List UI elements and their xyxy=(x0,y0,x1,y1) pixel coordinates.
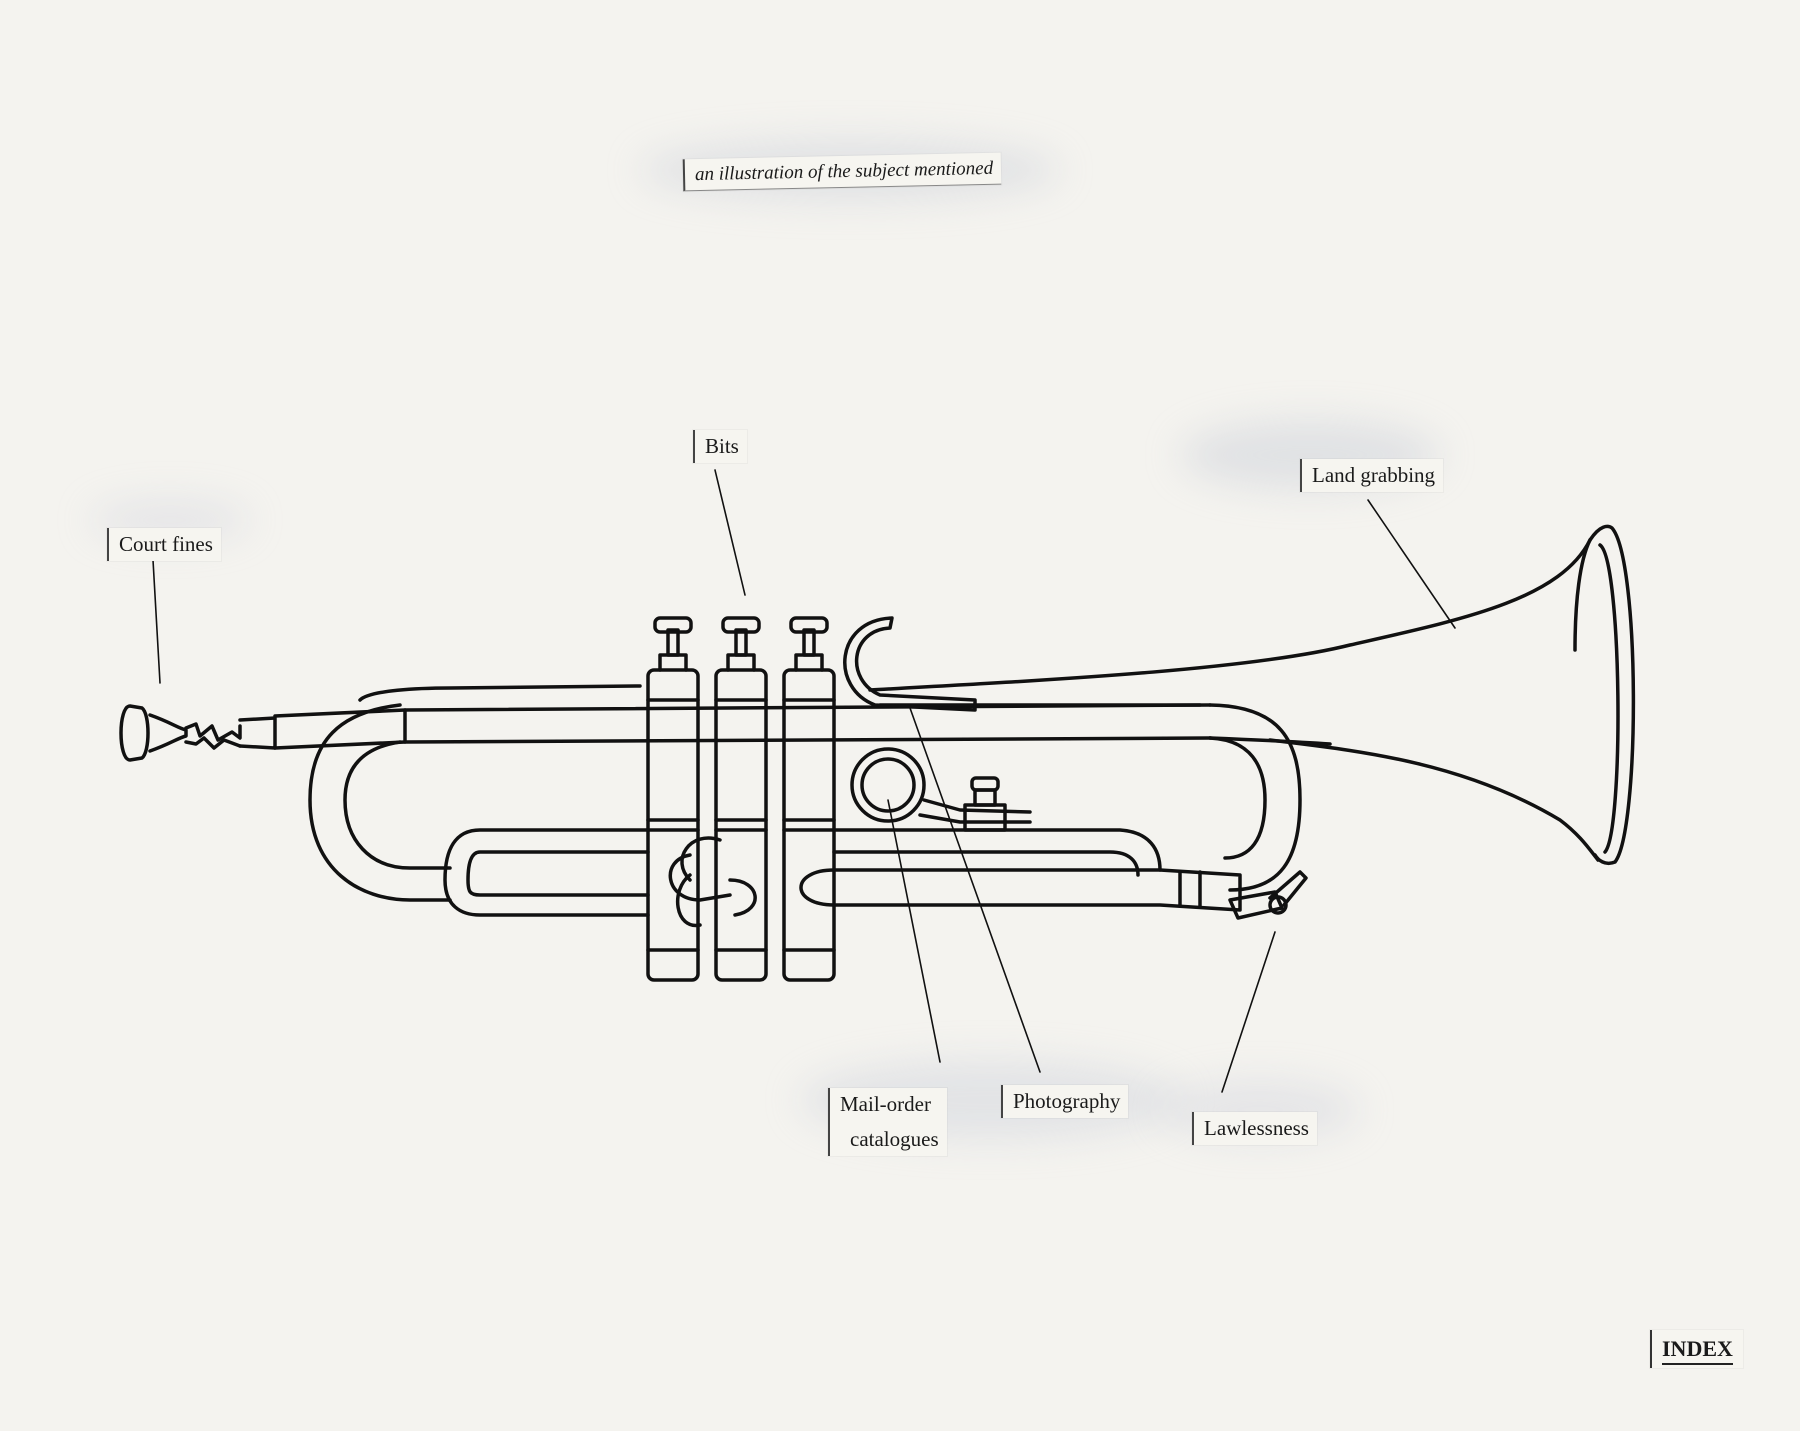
coil xyxy=(850,747,1032,832)
label-photography: Photography xyxy=(1001,1085,1129,1118)
label-land-grabbing: Land grabbing xyxy=(1300,459,1444,492)
lead-pipe xyxy=(238,703,1212,750)
index-text: INDEX xyxy=(1662,1336,1733,1365)
label-bits: Bits xyxy=(693,430,747,463)
leader-mail-order xyxy=(887,799,941,1063)
water-key xyxy=(1228,870,1308,920)
finger-hook xyxy=(843,616,977,712)
leader-photography xyxy=(909,707,1041,1073)
label-court-fines: Court fines xyxy=(107,528,221,561)
valve-pistons xyxy=(653,616,829,672)
leader-lawlessness xyxy=(1221,931,1276,1093)
upper-bell-tube xyxy=(358,538,1600,862)
leader-bits xyxy=(714,469,746,596)
index-corner-label: INDEX xyxy=(1650,1330,1743,1368)
label-mail-order-catalogues: Mail-order catalogues xyxy=(828,1088,947,1156)
mouthpiece xyxy=(119,704,242,762)
valve-crossover-tubes xyxy=(668,836,757,927)
main-tuning-slide xyxy=(308,703,1302,902)
bell xyxy=(1573,524,1636,866)
label-mail-order-line2: catalogues xyxy=(850,1127,939,1151)
valve-block xyxy=(646,668,836,982)
leader-court-fines xyxy=(152,559,161,684)
valve-slides xyxy=(443,828,1242,917)
label-lawlessness: Lawlessness xyxy=(1192,1112,1317,1145)
label-mail-order-line1: Mail-order xyxy=(840,1092,931,1116)
leader-lines xyxy=(152,469,1456,1093)
leader-land-grabbing xyxy=(1367,499,1456,629)
caption-clipping: an illustration of the subject mentioned xyxy=(682,152,1002,192)
